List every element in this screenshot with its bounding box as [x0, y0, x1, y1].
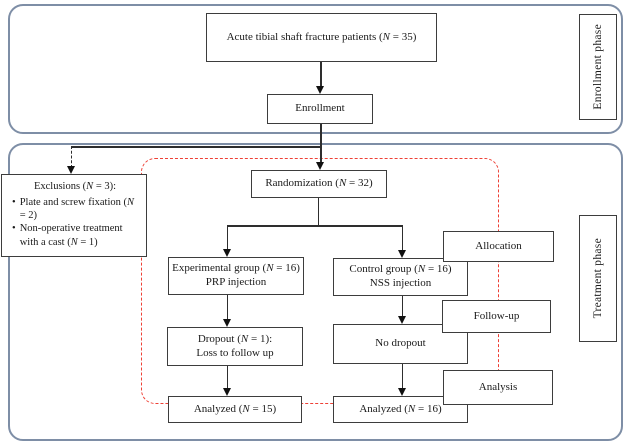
- analysis-label: Analysis: [478, 380, 518, 393]
- arrow-down-icon: [397, 388, 406, 396]
- arrow-down-icon: [397, 316, 406, 324]
- exclusion-item-label: Non-operative treatment with a cast (N =…: [19, 223, 123, 248]
- allocation-stage-box: Allocation: [443, 231, 554, 262]
- control-treatment-label: NSS injection: [369, 277, 432, 289]
- exclusions-box: Exclusions (N = 3): • Plate and screw fi…: [1, 174, 147, 257]
- connector-dropout-analyzed15: [226, 365, 228, 389]
- experimental-group-label: Experimental group (N = 16): [172, 262, 300, 275]
- arrow-down-icon: [222, 319, 231, 327]
- connector-control-nodropout: [401, 295, 403, 317]
- bullet-icon: •: [12, 223, 16, 235]
- patients-box: Acute tibial shaft fracture patients (N …: [206, 13, 437, 62]
- patients-label: Acute tibial shaft fracture patients (N …: [226, 30, 417, 43]
- connector-patients-enrollment: [320, 62, 322, 88]
- enrollment-box: Enrollment: [267, 94, 373, 124]
- dropout-reason-label: Loss to follow up: [196, 346, 274, 359]
- no-dropout-label: No dropout: [375, 337, 426, 350]
- control-group-label: Control group (N = 16): [349, 263, 452, 276]
- arrow-down-icon: [222, 249, 231, 257]
- connector-split-horizontal: [227, 225, 403, 227]
- randomization-box: Randomization (N = 32): [251, 170, 387, 198]
- arrow-down-icon: [222, 388, 231, 396]
- connector-enrollment-randomization: [320, 123, 322, 163]
- followup-label: Follow-up: [473, 309, 520, 322]
- analyzed-experimental-box: Analyzed (N = 15): [168, 396, 302, 423]
- control-group-box: Control group (N = 16) NSS injection: [333, 258, 468, 296]
- connector-nodropout-analyzed16: [401, 363, 403, 389]
- followup-stage-box: Follow-up: [442, 300, 551, 333]
- arrow-down-icon: [315, 162, 324, 170]
- allocation-label: Allocation: [475, 239, 522, 252]
- arrow-down-icon: [66, 166, 75, 174]
- enrollment-phase-label-box: Enrollment phase: [579, 14, 617, 120]
- arrow-down-icon: [315, 86, 324, 94]
- analyzed-experimental-label: Analyzed (N = 15): [193, 402, 277, 415]
- exclusions-title: Exclusions (N = 3):: [33, 181, 117, 192]
- connector-to-experimental: [226, 225, 228, 250]
- analyzed-control-label: Analyzed (N = 16): [359, 402, 442, 415]
- enrollment-phase-label: Enrollment phase: [592, 24, 604, 110]
- connector-randomization-split: [317, 197, 319, 226]
- connector-exclusions-dashed: [70, 146, 72, 168]
- bullet-icon: •: [12, 197, 16, 209]
- enrollment-label: Enrollment: [295, 102, 345, 115]
- treatment-phase-label: Treatment phase: [592, 238, 604, 319]
- experimental-group-box: Experimental group (N = 16) PRP injectio…: [168, 257, 304, 295]
- treatment-phase-container: [8, 143, 623, 441]
- connector-branch-exclusions: [71, 146, 321, 148]
- experimental-treatment-label: PRP injection: [205, 276, 267, 288]
- enrollment-phase-container: [8, 4, 623, 134]
- dropout-box: Dropout (N = 1): Loss to follow up: [167, 327, 303, 366]
- randomization-label: Randomization (N = 32): [265, 177, 373, 190]
- analysis-stage-box: Analysis: [443, 370, 553, 405]
- exclusion-item: • Plate and screw fixation (N = 2): [8, 196, 142, 222]
- exclusion-item: • Non-operative treatment with a cast (N…: [8, 222, 142, 248]
- treatment-phase-label-box: Treatment phase: [579, 215, 617, 342]
- connector-to-control: [401, 225, 403, 251]
- arrow-down-icon: [397, 250, 406, 258]
- connector-experimental-dropout: [226, 294, 228, 320]
- exclusion-item-label: Plate and screw fixation (N = 2): [19, 197, 134, 222]
- dropout-label: Dropout (N = 1):: [197, 332, 273, 345]
